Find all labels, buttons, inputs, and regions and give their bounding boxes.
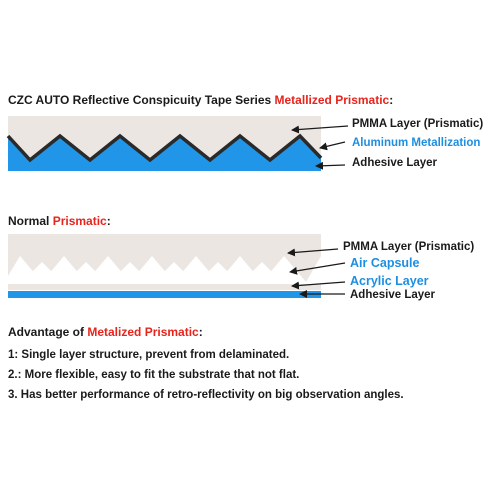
arrow-pmma-1 xyxy=(291,125,349,134)
label-air-capsule: Air Capsule xyxy=(350,256,420,270)
advantages-title: Advantage of Metalized Prismatic: xyxy=(8,325,203,339)
arrow-aluminum xyxy=(319,141,346,151)
label-adhesive-2: Adhesive Layer xyxy=(350,289,436,301)
advantage-item-2: 2.: More flexible, easy to fit the subst… xyxy=(8,369,300,381)
section1-title: CZC AUTO Reflective Conspicuity Tape Ser… xyxy=(8,93,394,107)
label-aluminum: Aluminum Metallization xyxy=(352,137,481,149)
label-acrylic: Acrylic Layer xyxy=(350,274,429,288)
section2-title-highlight: Prismatic xyxy=(52,214,107,228)
label-pmma-2: PMMA Layer (Prismatic) xyxy=(343,241,475,253)
advantage-item-1: 1: Single layer structure, prevent from … xyxy=(8,349,290,361)
metallized-prismatic-diagram xyxy=(6,116,349,171)
normal-prismatic-diagram xyxy=(8,234,346,298)
section2-title: Normal Prismatic: xyxy=(8,214,111,228)
metal-zigzag-outline xyxy=(6,133,323,163)
advantages-title-highlight: Metalized Prismatic xyxy=(87,325,199,339)
acrylic-layer xyxy=(8,284,321,290)
arrow-acrylic xyxy=(291,281,346,290)
label-adhesive-1: Adhesive Layer xyxy=(352,157,438,169)
arrow-adhesive-1 xyxy=(315,161,346,170)
arrow-air xyxy=(289,262,346,275)
aluminum-metallization-layer xyxy=(8,136,321,171)
label-pmma-1: PMMA Layer (Prismatic) xyxy=(352,118,484,130)
advantage-item-3: 3. Has better performance of retro-refle… xyxy=(8,389,404,401)
air-capsules xyxy=(22,262,282,282)
adhesive-layer-2 xyxy=(8,291,321,298)
section1-title-highlight: Metallized Prismatic xyxy=(274,93,390,107)
arrow-pmma-2 xyxy=(287,248,339,257)
